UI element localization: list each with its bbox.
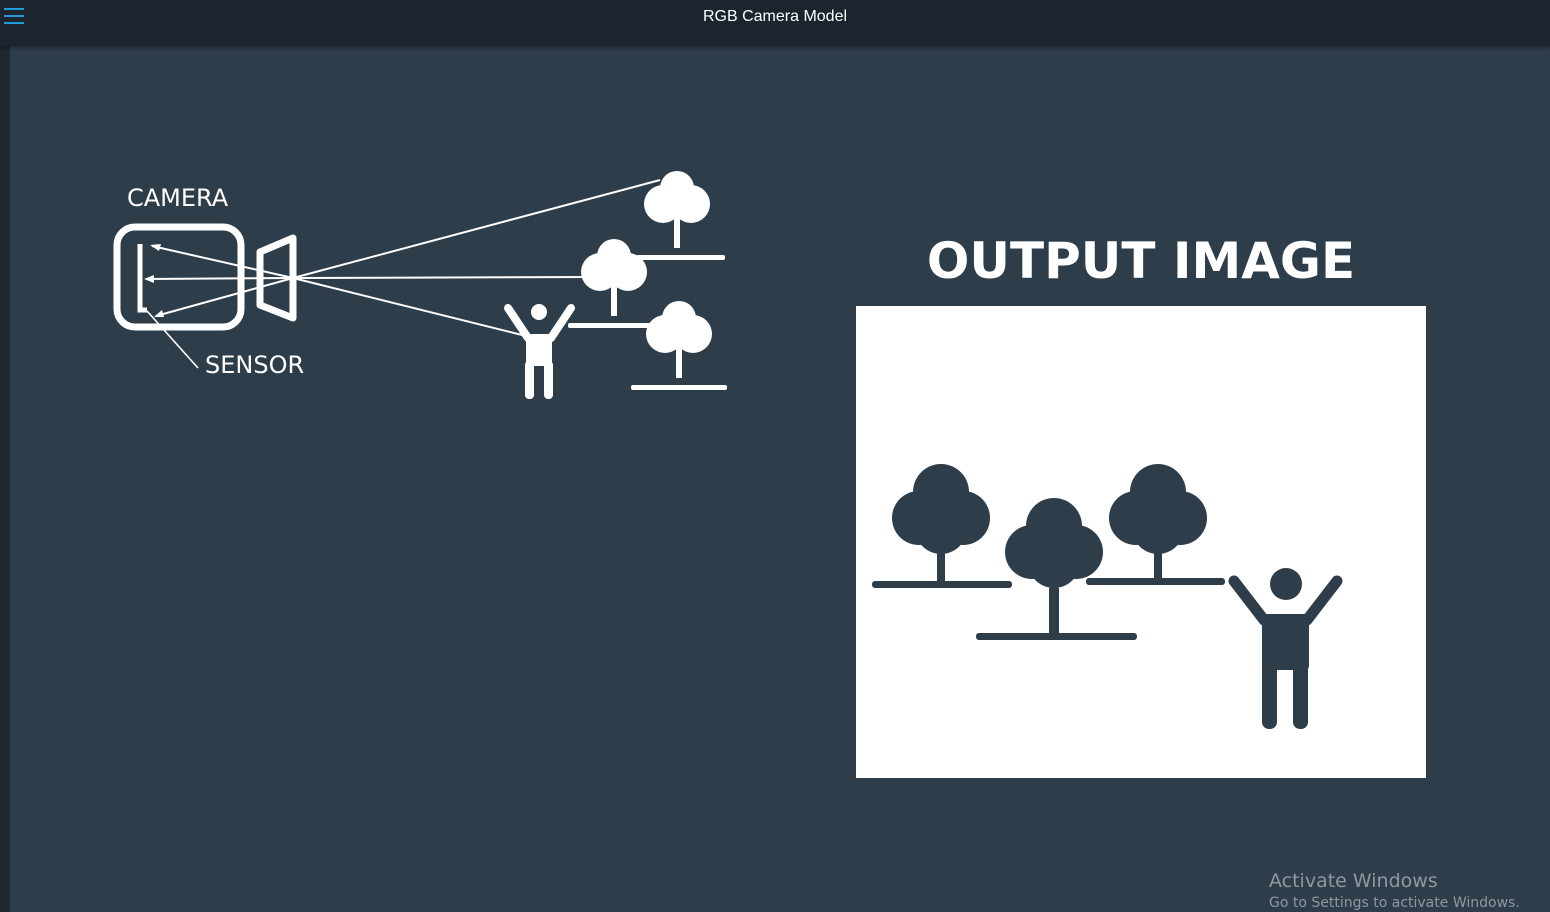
output-image: [856, 306, 1426, 778]
watermark-subtitle: Go to Settings to activate Windows.: [1269, 895, 1520, 911]
scene-tree-icon-top: [636, 171, 725, 260]
output-tree-icon-left: [872, 464, 1012, 588]
activate-windows-watermark: Activate Windows Go to Settings to activ…: [1269, 870, 1520, 912]
scene-tree-icon-middle: [568, 239, 660, 328]
sensor-icon: [137, 244, 199, 369]
ray-arrowheads: [144, 244, 164, 317]
main-content: CAMERA SENSOR: [10, 46, 1550, 912]
scene-tree-icon-bottom: [631, 301, 727, 390]
output-tree-icon-center: [976, 498, 1137, 640]
output-image-title: OUTPUT IMAGE: [927, 232, 1355, 290]
left-rail: [0, 46, 10, 912]
menu-button[interactable]: [3, 5, 27, 29]
output-person-icon: [1228, 568, 1343, 729]
output-image-content: [872, 464, 1343, 729]
watermark-title: Activate Windows: [1269, 870, 1438, 892]
output-tree-icon-right: [1086, 464, 1225, 585]
hamburger-menu-icon: [4, 8, 24, 24]
title-bar: RGB Camera Model: [0, 0, 1550, 46]
window-title: RGB Camera Model: [702, 8, 848, 25]
projection-rays: [145, 179, 661, 337]
scene-person-icon: [504, 304, 575, 399]
camera-model-diagram: CAMERA SENSOR: [113, 171, 1355, 399]
camera-label: CAMERA: [127, 184, 229, 212]
sensor-label: SENSOR: [205, 351, 304, 379]
